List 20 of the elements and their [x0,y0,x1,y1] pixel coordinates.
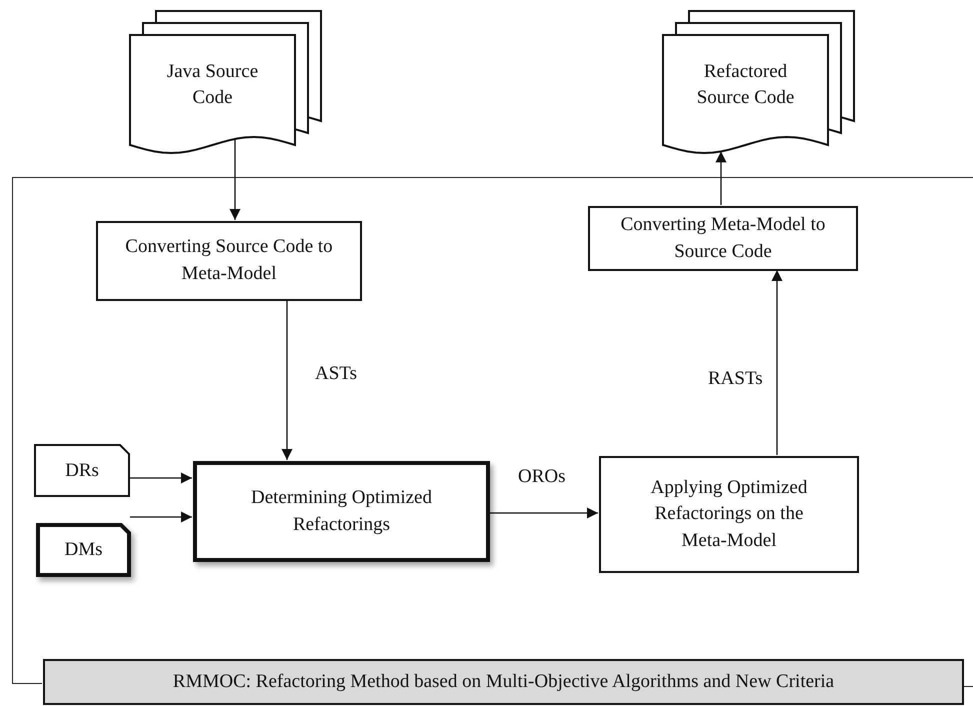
arrow [772,270,782,455]
process-box [588,206,858,271]
note-shape [34,444,130,497]
note-label: DMs [63,538,104,562]
box-label: Applying Optimized Refactorings on the Meta-Model [650,476,808,553]
process-box [599,456,859,573]
arrow [129,472,192,484]
box-label: Determining Optimized Refactorings [250,486,433,536]
process-box [193,461,490,562]
process-box [96,221,362,301]
note-shape [36,523,131,577]
method-banner: RMMOC: Refactoring Method based on Multi-Objective Algorithms and New Criteria [43,659,964,705]
arrow [489,508,598,518]
arrow [230,138,240,220]
arrow [130,512,192,522]
arrow [716,151,726,205]
note-label: DRs [64,458,100,483]
box-label: Converting Meta-Model to Source Code [620,212,826,264]
box-label: Converting Source Code to Meta-Model [124,235,334,286]
arrow [282,300,292,460]
